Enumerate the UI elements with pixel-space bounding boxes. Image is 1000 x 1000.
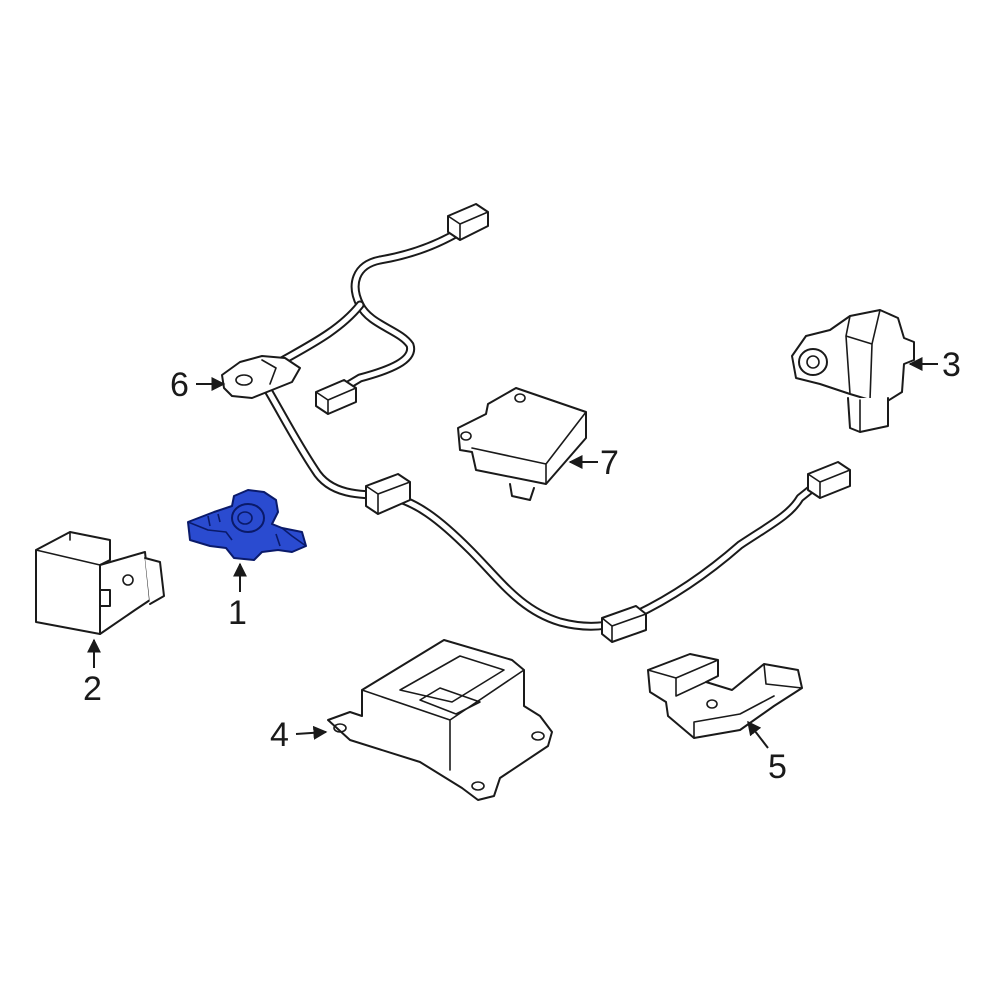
leader-line-4 bbox=[295, 725, 328, 740]
impact-sensor[interactable] bbox=[791, 309, 915, 433]
callout-number-2: 2 bbox=[83, 670, 102, 708]
callout-number-6: 6 bbox=[170, 366, 189, 404]
control-relay[interactable] bbox=[35, 531, 165, 635]
callout-5: 5 bbox=[747, 720, 787, 786]
callout-number-7: 7 bbox=[600, 444, 619, 482]
callout-7: 7 bbox=[568, 444, 619, 482]
wiring-harness[interactable] bbox=[221, 203, 851, 643]
callout-number-5: 5 bbox=[768, 748, 787, 786]
callout-1: 1 bbox=[228, 562, 247, 632]
control-module[interactable] bbox=[457, 387, 587, 501]
leader-line-5 bbox=[747, 720, 769, 749]
highlighted-sensor[interactable] bbox=[187, 489, 307, 561]
airbag-control-module[interactable] bbox=[327, 639, 553, 801]
callout-number-3: 3 bbox=[942, 346, 961, 384]
callout-3: 3 bbox=[908, 346, 961, 384]
callout-4: 4 bbox=[270, 716, 328, 754]
callout-number-1: 1 bbox=[228, 594, 247, 632]
callout-2: 2 bbox=[83, 638, 102, 708]
callout-6: 6 bbox=[170, 366, 226, 404]
callout-number-4: 4 bbox=[270, 716, 289, 754]
mounting-bracket[interactable] bbox=[647, 653, 803, 739]
